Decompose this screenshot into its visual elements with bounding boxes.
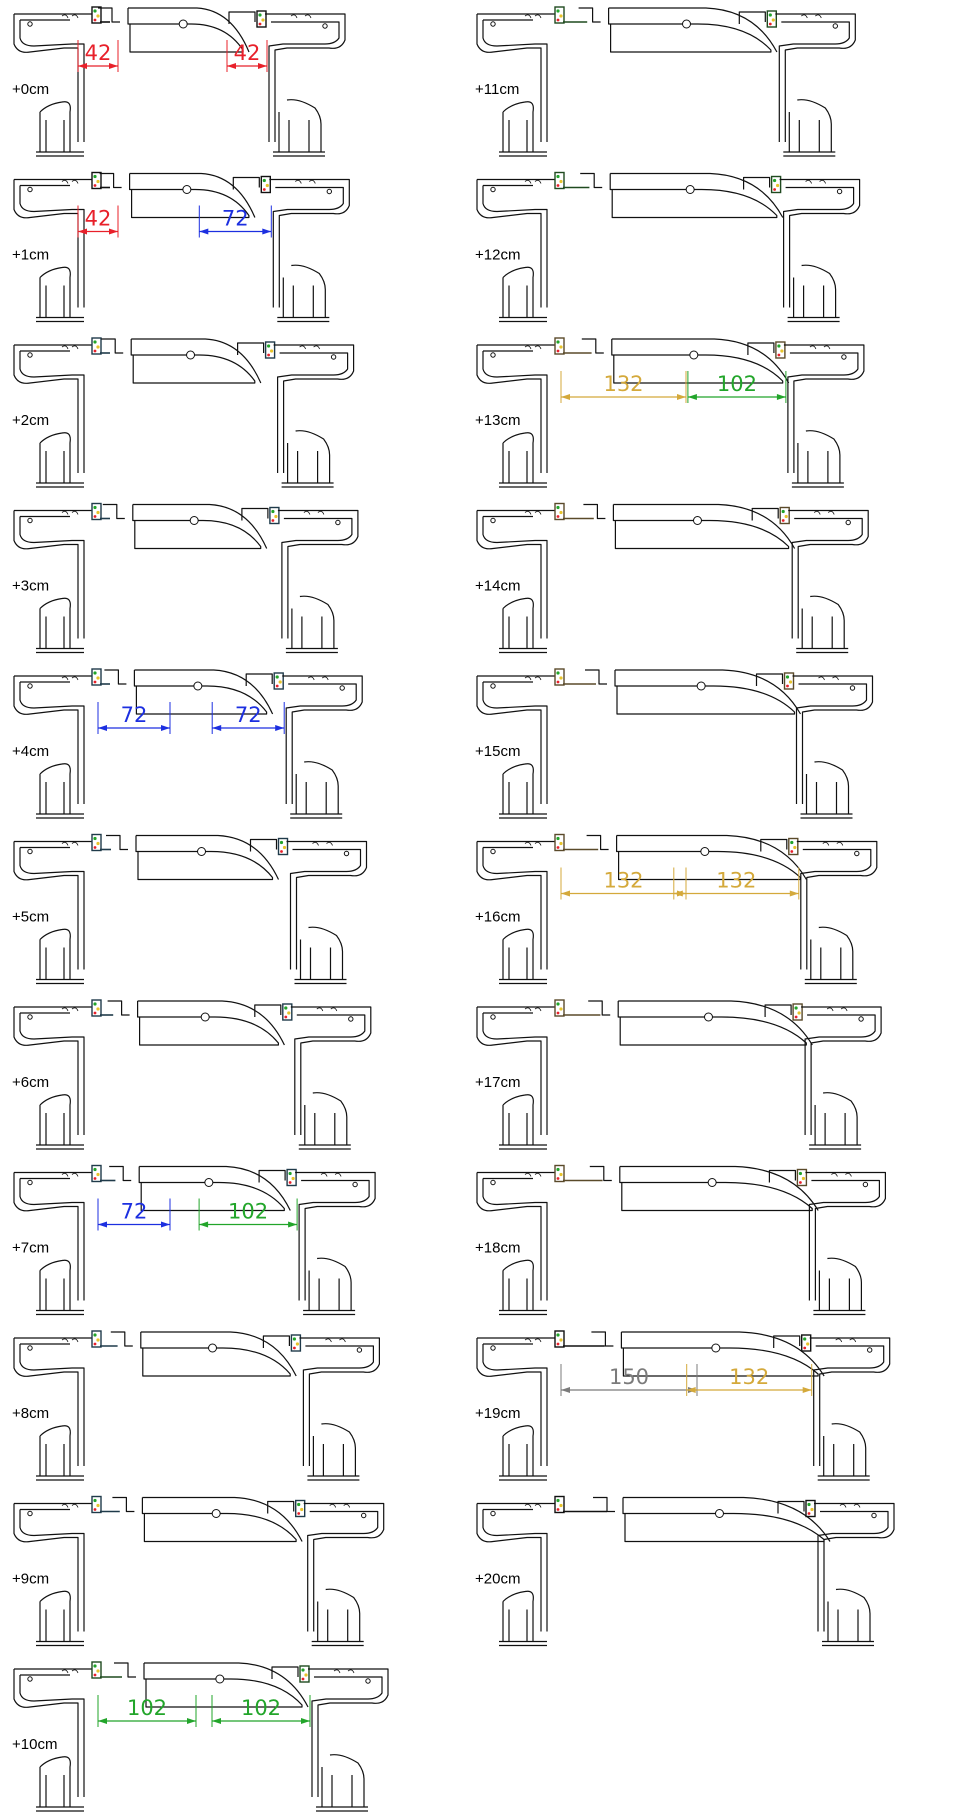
- panel-plus-1cm-dimension-0: 42: [77, 205, 119, 238]
- panel-plus-5cm-label: +5cm: [12, 909, 49, 926]
- panel-plus-4cm-dimension-value-0: 72: [121, 703, 148, 727]
- panel-plus-7cm-dimension-1: 102: [198, 1198, 298, 1231]
- panel-plus-0cm-dimension-0: 42: [77, 40, 119, 72]
- panel-plus-6cm-label: +6cm: [12, 1074, 49, 1091]
- panel-plus-4cm-label: +4cm: [12, 743, 49, 760]
- panel-plus-16cm-dimension-0: 132: [560, 867, 687, 900]
- panel-plus-7cm: +7cm 72 102: [12, 1164, 376, 1316]
- panel-plus-12cm-label: +12cm: [475, 247, 520, 264]
- panel-plus-2cm: +2cm: [12, 337, 355, 488]
- panel-plus-6cm: +6cm: [12, 999, 372, 1150]
- panel-plus-20cm-label: +20cm: [475, 1571, 520, 1588]
- panel-plus-1cm: +1cm 42 72: [12, 171, 350, 323]
- panel-plus-15cm: +15cm: [475, 668, 874, 819]
- panel-plus-14cm-label: +14cm: [475, 578, 520, 595]
- panel-plus-19cm-label: +19cm: [475, 1405, 520, 1422]
- panel-plus-13cm-dimension-value-0: 132: [603, 372, 643, 396]
- panel-plus-1cm-dimension-value-1: 72: [222, 207, 249, 231]
- panel-plus-18cm: +18cm: [475, 1164, 886, 1316]
- panel-plus-18cm-label: +18cm: [475, 1240, 520, 1257]
- panel-plus-13cm-label: +13cm: [475, 412, 520, 429]
- panel-plus-14cm: +14cm: [475, 502, 869, 654]
- panel-plus-13cm-dimension-1: 102: [687, 371, 787, 403]
- panel-plus-8cm: +8cm: [12, 1330, 380, 1481]
- panel-plus-10cm-label: +10cm: [12, 1736, 57, 1753]
- panel-plus-1cm-dimension-value-0: 42: [85, 207, 112, 231]
- panel-plus-5cm: +5cm: [12, 833, 368, 985]
- panel-plus-19cm-dimension-value-1: 132: [729, 1365, 769, 1389]
- panel-plus-0cm-dimension-value-1: 42: [234, 41, 261, 65]
- panel-plus-0cm-label: +0cm: [12, 81, 49, 98]
- panel-plus-7cm-dimension-value-0: 72: [121, 1200, 148, 1224]
- panel-plus-4cm-dimension-1: 72: [211, 702, 285, 734]
- panel-plus-13cm-dimension-0: 132: [560, 371, 687, 403]
- panel-plus-3cm-label: +3cm: [12, 578, 49, 595]
- panel-plus-7cm-dimension-0: 72: [97, 1198, 171, 1231]
- panel-plus-4cm-dimension-value-1: 72: [235, 703, 262, 727]
- panel-plus-11cm-label: +11cm: [475, 81, 519, 98]
- panel-plus-16cm-label: +16cm: [475, 909, 520, 926]
- panel-plus-7cm-dimension-value-1: 102: [228, 1200, 268, 1224]
- panel-plus-15cm-label: +15cm: [475, 743, 520, 760]
- panel-plus-13cm: +13cm 132 102: [475, 337, 865, 488]
- panel-plus-7cm-label: +7cm: [12, 1240, 49, 1257]
- panel-plus-0cm-dimension-value-0: 42: [85, 41, 112, 65]
- panel-plus-8cm-label: +8cm: [12, 1405, 49, 1422]
- panel-plus-16cm-dimension-value-0: 132: [603, 869, 643, 893]
- panel-plus-0cm: +0cm 42 42: [12, 6, 346, 157]
- panel-plus-2cm-label: +2cm: [12, 412, 49, 429]
- panel-plus-11cm: +11cm: [475, 6, 856, 157]
- panel-plus-19cm-dimension-0: 150: [560, 1364, 698, 1396]
- panel-plus-10cm-dimension-0: 102: [97, 1695, 197, 1727]
- panel-plus-9cm-label: +9cm: [12, 1571, 49, 1588]
- panel-plus-17cm-label: +17cm: [475, 1074, 520, 1091]
- panel-plus-12cm: +12cm: [475, 171, 861, 323]
- panel-plus-10cm-dimension-1: 102: [211, 1695, 311, 1727]
- panel-plus-3cm: +3cm: [12, 502, 359, 654]
- panel-plus-17cm: +17cm: [475, 999, 882, 1150]
- panel-plus-9cm: +9cm: [12, 1495, 385, 1647]
- panel-plus-4cm-dimension-0: 72: [97, 702, 171, 734]
- panel-plus-1cm-dimension-1: 72: [198, 205, 272, 238]
- panel-plus-10cm-dimension-value-1: 102: [241, 1696, 281, 1720]
- panel-plus-19cm-dimension-value-0: 150: [609, 1365, 649, 1389]
- panel-plus-20cm: +20cm: [475, 1495, 895, 1647]
- panel-plus-0cm-dimension-1: 42: [226, 40, 268, 72]
- panel-plus-1cm-label: +1cm: [12, 247, 49, 264]
- panel-plus-10cm-dimension-value-0: 102: [127, 1696, 167, 1720]
- panel-plus-16cm-dimension-value-1: 132: [716, 869, 756, 893]
- panel-plus-19cm: +19cm 150 132: [475, 1330, 891, 1481]
- panel-plus-10cm: +10cm 102 102: [12, 1661, 389, 1812]
- panel-plus-16cm-dimension-1: 132: [673, 867, 800, 900]
- panel-plus-19cm-dimension-1: 132: [686, 1364, 813, 1396]
- panel-plus-4cm: +4cm 72 72: [12, 668, 363, 819]
- panel-plus-16cm: +16cm 132 132: [475, 833, 878, 985]
- panel-plus-13cm-dimension-value-1: 102: [717, 372, 757, 396]
